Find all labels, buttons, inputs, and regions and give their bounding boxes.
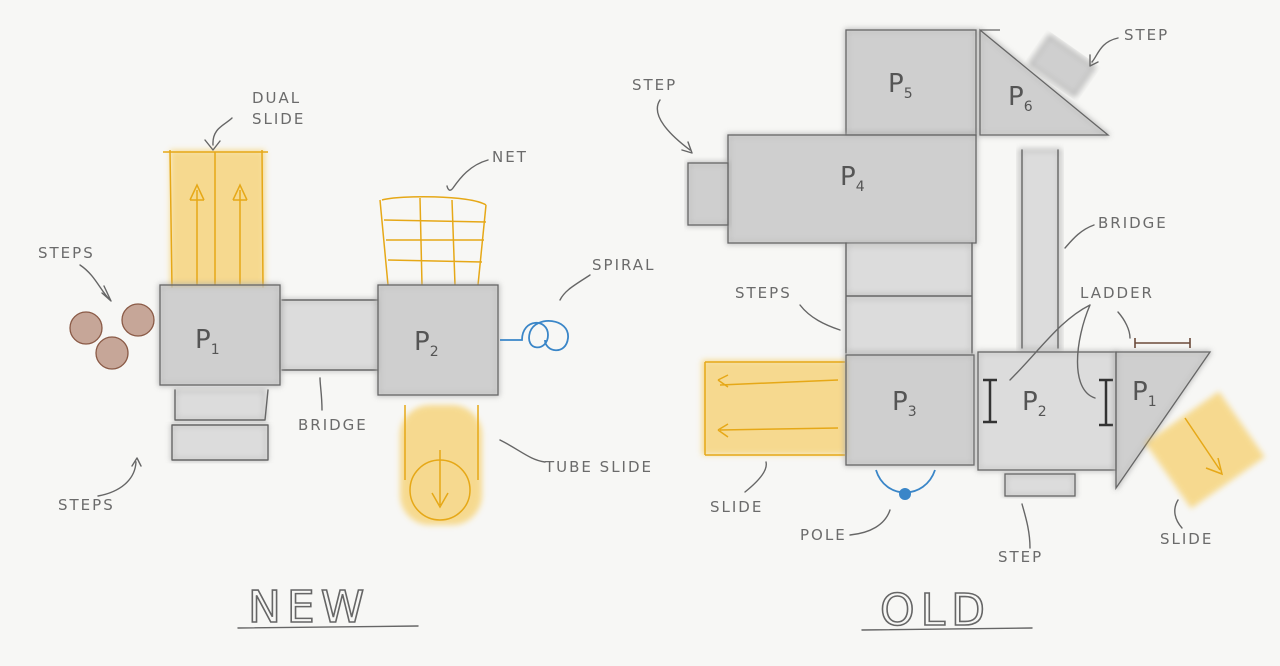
new-layout: P1 P2 — [38, 89, 655, 634]
slide-right — [1145, 391, 1265, 509]
bridge-old — [1019, 149, 1061, 351]
platform-label: P6 — [1008, 82, 1033, 115]
platform-p3: P3 — [845, 354, 975, 466]
platform-label: P2 — [1022, 387, 1047, 420]
callout-steps-top — [79, 264, 112, 302]
platform-label: P3 — [892, 387, 917, 420]
spiral-slide — [500, 320, 569, 352]
label-bridge: BRIDGE — [298, 416, 368, 434]
steps-old — [845, 242, 973, 354]
bridge-shape — [279, 299, 381, 371]
label-spiral: SPIRAL — [592, 256, 655, 274]
label-slide-right: SLIDE — [1160, 530, 1213, 548]
callout-step-bottom — [1021, 503, 1031, 549]
steps-under-p1 — [171, 389, 269, 461]
callout-slide-left — [744, 461, 767, 493]
label-pole: POLE — [800, 526, 847, 544]
label-bridge-old: BRIDGE — [1098, 214, 1168, 232]
label-tube-slide: TUBE SLIDE — [544, 458, 653, 476]
label-ladder: LADDER — [1080, 284, 1154, 302]
label-dual-slide-1: DUAL — [252, 89, 301, 107]
platform-p1: P1 — [159, 284, 281, 386]
callout-spiral — [559, 274, 591, 301]
old-layout: P5 P6 P4 — [632, 26, 1265, 637]
round-steps — [69, 303, 155, 370]
callout-pole — [849, 509, 891, 536]
platform-p6: P6 — [979, 28, 1110, 136]
platform-label: P5 — [888, 69, 913, 102]
platform-p5: P5 — [845, 29, 977, 136]
platform-p1-old: P1 — [1115, 338, 1212, 491]
title-new: NEW — [248, 582, 370, 633]
callout-net — [446, 159, 489, 191]
label-step-bottom: STEP — [998, 548, 1043, 566]
callout-bridge-old — [1064, 224, 1095, 249]
platform-p4: P4 — [687, 134, 977, 244]
callout-slide-right — [1174, 499, 1183, 529]
label-slide-left: SLIDE — [710, 498, 763, 516]
platform-label: P1 — [195, 325, 220, 358]
callout-dual-slide — [204, 117, 233, 151]
callout-steps-old — [799, 304, 841, 331]
label-steps-bottom: STEPS — [58, 496, 115, 514]
callout-bridge — [319, 377, 323, 411]
pole — [875, 469, 936, 500]
label-step-left: STEP — [632, 76, 677, 94]
platform-label: P4 — [840, 162, 865, 195]
dual-slide — [163, 149, 268, 290]
label-net: NET — [492, 148, 528, 166]
callout-tube-slide — [499, 439, 546, 463]
label-steps-old: STEPS — [735, 284, 792, 302]
platform-label: P1 — [1132, 377, 1157, 410]
slide-left — [702, 360, 852, 456]
callout-step-left — [656, 99, 693, 154]
callout-ladder — [1009, 304, 1131, 399]
platform-label: P2 — [414, 327, 439, 360]
label-dual-slide-2: SLIDE — [252, 110, 305, 128]
callout-steps-bottom — [97, 457, 142, 497]
callout-step-top-right — [1089, 37, 1119, 67]
net — [379, 196, 487, 286]
title-old: OLD — [880, 585, 991, 636]
label-steps-top: STEPS — [38, 244, 95, 262]
tube-slide — [400, 405, 482, 525]
platform-p2-old: P2 — [977, 351, 1117, 497]
label-step-top-right: STEP — [1124, 26, 1169, 44]
platform-p2: P2 — [377, 284, 499, 396]
